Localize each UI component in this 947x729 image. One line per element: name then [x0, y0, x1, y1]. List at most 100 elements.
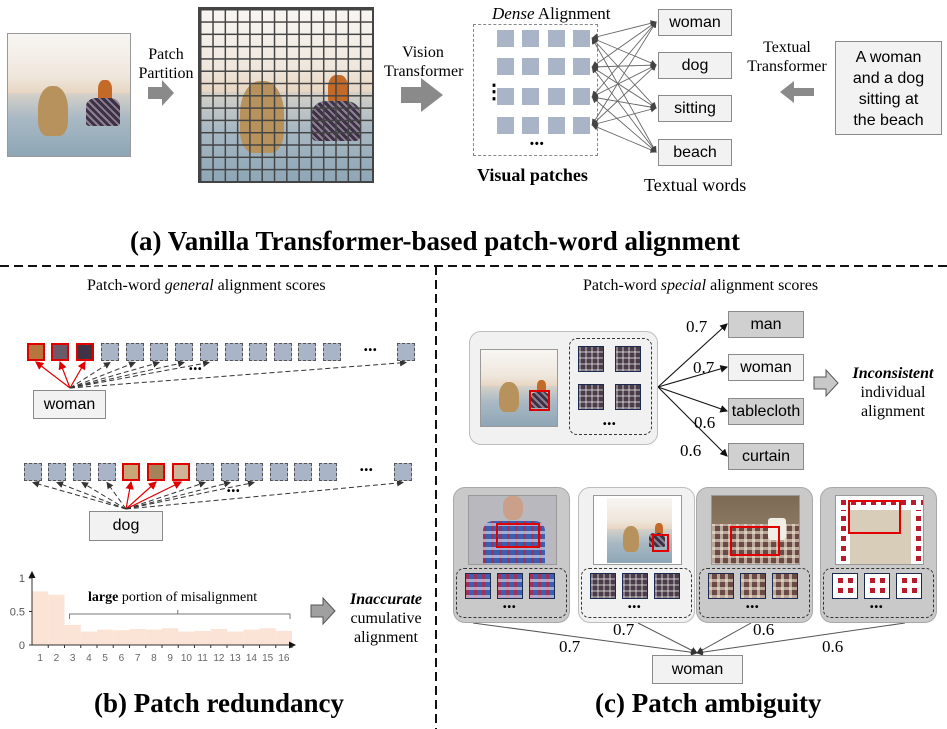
- weak-alignment-edge: [81, 481, 127, 510]
- patch-thumb: [772, 573, 798, 599]
- patch: [221, 463, 239, 481]
- visual-patch: [548, 88, 565, 105]
- weak-alignment-edge: [69, 361, 136, 389]
- visual-patch: [548, 58, 565, 75]
- alignment-edge: [591, 94, 657, 111]
- alignment-edge: [591, 106, 657, 127]
- patch-partition-label: Patch Partition: [138, 46, 194, 82]
- x-tick-label: 9: [167, 653, 173, 664]
- special-alignment-edge: [657, 323, 728, 388]
- ambiguous-alignment-edge: [696, 622, 906, 656]
- target-word-man: man: [728, 311, 804, 338]
- special-alignment-edge: [657, 365, 729, 388]
- weak-alignment-edge: [125, 481, 206, 510]
- histogram-bar: [243, 629, 260, 645]
- textual-transformer-label: Textual Transformer: [747, 39, 827, 75]
- strong-alignment-edge: [35, 361, 71, 389]
- row1-ellipsis: •••: [364, 345, 378, 356]
- histogram-bar: [64, 624, 81, 645]
- strong-alignment-edge: [125, 481, 157, 510]
- alignment-edge: [591, 124, 657, 153]
- alignment-score: 0.7: [693, 358, 715, 377]
- panel-c-result: Inconsistent individual alignment: [852, 365, 934, 420]
- visual-patches-label: Visual patches: [477, 165, 588, 185]
- dense-alignment-title: Dense Alignment: [492, 4, 611, 23]
- visual-patch: [522, 117, 539, 134]
- x-tick-label: 2: [54, 653, 60, 664]
- highlighted-patch: [172, 463, 190, 481]
- special-alignment-edge: [657, 386, 729, 413]
- curtain-right: [911, 510, 923, 564]
- y-tick-label: 0: [19, 640, 25, 652]
- chart-annotation: large portion of misalignment: [88, 590, 258, 605]
- hair: [655, 523, 663, 535]
- alignment-score: 0.6: [753, 620, 775, 639]
- alignment-edge: [591, 62, 657, 70]
- histogram-bar: [275, 630, 292, 645]
- input-image: [7, 33, 131, 157]
- patch-group: [699, 568, 810, 618]
- misalignment-brace: [69, 610, 291, 619]
- ambiguous-image: [711, 495, 800, 565]
- panel-c-subtitle: Patch-word special alignment scores: [583, 277, 819, 294]
- textual-transformer-arrow: [780, 81, 814, 103]
- grid-bottom-ellipsis: •••: [530, 138, 545, 150]
- sentence-box: A woman and a dog sitting at the beach: [835, 41, 942, 135]
- visual-patch: [573, 117, 590, 134]
- x-tick-label: 3: [70, 653, 76, 664]
- x-tick-label: 13: [230, 653, 242, 664]
- patch-thumb: [590, 573, 616, 599]
- highlighted-patch: [27, 343, 45, 361]
- patch-thumb: [832, 573, 858, 599]
- weak-alignment-edge: [125, 479, 404, 510]
- patch-thumb: [497, 573, 523, 599]
- histogram-bar: [194, 630, 211, 645]
- source-image: [480, 349, 558, 427]
- y-tick-label: 0.5: [10, 607, 25, 619]
- ambiguous-image: [593, 495, 682, 565]
- histogram-bar: [145, 629, 162, 645]
- patch-ellipsis: •••: [628, 602, 642, 613]
- highlighted-patch: [76, 343, 94, 361]
- histogram-bar: [210, 628, 227, 645]
- patch: [200, 343, 218, 361]
- x-tick-label: 6: [119, 653, 125, 664]
- ambiguous-alignment-edge: [696, 622, 752, 654]
- ambiguous-alignment-edge: [472, 622, 698, 656]
- weak-alignment-edge: [125, 480, 231, 510]
- word-box-dog: dog: [89, 511, 163, 541]
- weak-alignment-edge: [125, 480, 255, 510]
- target-word-curtain: curtain: [728, 443, 804, 470]
- alignment-edge: [591, 21, 657, 98]
- patch-thumb: [615, 384, 641, 410]
- target-word-tablecloth: tablecloth: [728, 398, 804, 425]
- word-box-woman: woman: [33, 390, 106, 419]
- textual-words-label: Textual words: [644, 175, 747, 195]
- panel-b-subtitle: Patch-word general alignment scores: [87, 277, 326, 294]
- patch-thumb: [740, 573, 766, 599]
- bottom-word-box-woman: woman: [652, 655, 743, 684]
- vision-transformer-label: Vision Transformer: [384, 44, 464, 80]
- histogram-bar: [97, 629, 114, 645]
- panel-b-result: Inaccurate cumulative alignment: [350, 591, 422, 646]
- visual-patch: [522, 30, 539, 47]
- panel-a-caption: (a) Vanilla Transformer-based patch-word…: [130, 226, 741, 256]
- alignment-score: 0.7: [686, 317, 708, 336]
- patch: [150, 343, 168, 361]
- patch: [196, 463, 214, 481]
- curtain-valance: [836, 496, 923, 510]
- visual-patch: [573, 88, 590, 105]
- histogram-bar: [259, 628, 276, 645]
- patch: [98, 463, 116, 481]
- patch-thumb: [864, 573, 890, 599]
- plaid-shirt: [483, 521, 545, 564]
- weak-alignment-edge: [69, 359, 407, 389]
- x-tick-label: 4: [86, 653, 92, 664]
- panel-c-result-arrow: [813, 368, 839, 398]
- alignment-score: 0.6: [680, 441, 702, 460]
- grid-vertical-ellipsis: ⋮: [484, 81, 504, 103]
- highlighted-patch: [122, 463, 140, 481]
- partitioned-image: [198, 7, 374, 183]
- visual-patch: [497, 58, 514, 75]
